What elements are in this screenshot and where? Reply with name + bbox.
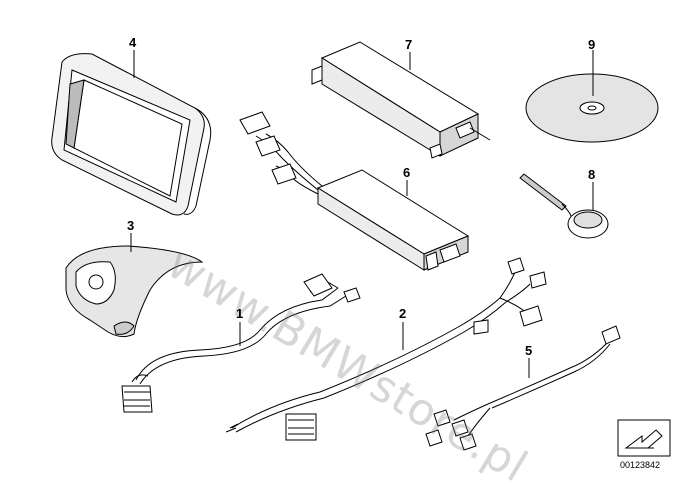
control-module-part — [311, 41, 491, 159]
control-unit-part — [239, 111, 470, 271]
symbol-box — [617, 419, 671, 457]
shift-cover-part — [65, 245, 204, 338]
cable-harness-2 — [225, 257, 547, 441]
part-number-3: 3 — [127, 218, 135, 233]
part-number-6: 6 — [403, 165, 411, 180]
part-number-1: 1 — [236, 306, 244, 321]
part-number-4: 4 — [129, 35, 137, 50]
part-number-9: 9 — [588, 37, 596, 52]
disc-part — [525, 73, 659, 143]
cable-harness-1 — [121, 273, 361, 413]
part-number-5: 5 — [525, 343, 533, 358]
antenna-part — [519, 173, 609, 239]
adapter-cable-5 — [425, 325, 621, 451]
part-number-7: 7 — [405, 37, 413, 52]
part-number-8: 8 — [588, 167, 596, 182]
diagram-id-label: 00123842 — [620, 460, 661, 470]
display-frame-part — [51, 53, 212, 216]
leader-lines — [130, 50, 594, 378]
part-number-2: 2 — [399, 306, 407, 321]
